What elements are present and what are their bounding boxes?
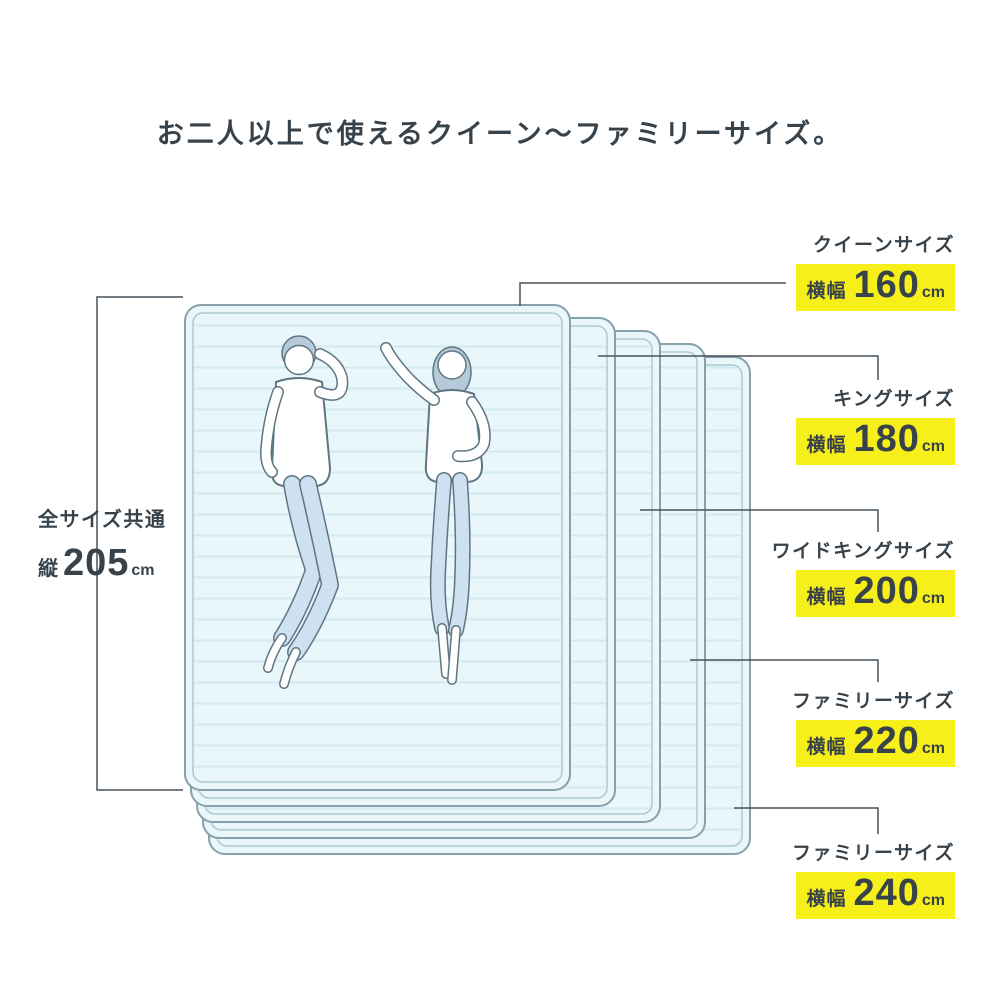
size-name: ワイドキングサイズ <box>771 541 955 562</box>
length-prefix: 縦 <box>38 558 58 580</box>
page-title: お二人以上で使えるクイーン〜ファミリーサイズ。 <box>156 119 844 149</box>
measure-prefix: 横幅 <box>806 889 847 910</box>
leader-line-king <box>598 355 879 380</box>
height-bracket <box>96 296 183 791</box>
leader-line-family-220 <box>690 659 879 682</box>
length-value: 205 <box>63 542 130 584</box>
measure-value: 200 <box>853 570 920 612</box>
woman-figure <box>380 342 491 685</box>
man-figure <box>260 335 349 689</box>
size-name: ファミリーサイズ <box>791 691 955 712</box>
couple-illustration <box>260 335 491 689</box>
measure-prefix: 横幅 <box>806 435 847 456</box>
length-unit: cm <box>131 562 155 579</box>
measure-value: 160 <box>853 264 920 306</box>
measure-value: 240 <box>853 872 920 914</box>
measure-value: 180 <box>853 418 920 460</box>
leader-lines <box>519 282 879 834</box>
size-name: キングサイズ <box>833 389 955 410</box>
mattress-layer-160 <box>184 304 571 791</box>
measure-unit: cm <box>921 740 945 757</box>
size-name: クイーンサイズ <box>813 235 955 256</box>
measure-prefix: 横幅 <box>806 737 847 758</box>
measure-unit: cm <box>921 590 945 607</box>
measure-unit: cm <box>921 892 945 909</box>
measure-unit: cm <box>921 438 945 455</box>
leader-line-wide-king <box>640 509 879 532</box>
measure-prefix: 横幅 <box>806 587 847 608</box>
leader-line-queen <box>519 282 786 306</box>
measure-value: 220 <box>853 720 920 762</box>
size-name: ファミリーサイズ <box>791 843 955 864</box>
measure-unit: cm <box>921 284 945 301</box>
measure-prefix: 横幅 <box>806 281 847 302</box>
leader-line-family-240 <box>734 807 879 834</box>
common-length-title: 全サイズ共通 <box>38 509 167 531</box>
